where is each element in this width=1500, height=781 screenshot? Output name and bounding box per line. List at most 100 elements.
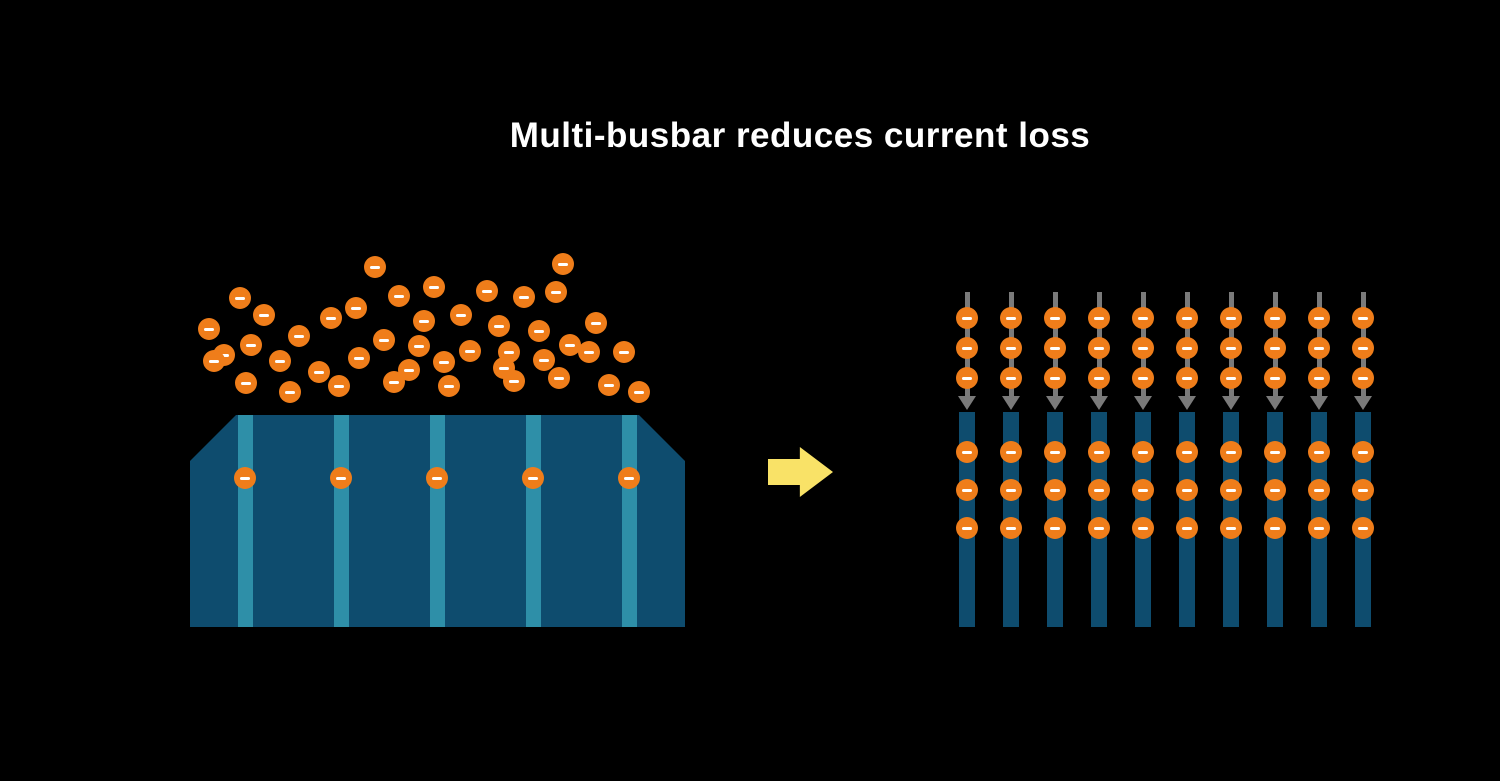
electron-icon [1264, 367, 1286, 389]
electron-icon [373, 329, 395, 351]
electron-icon [559, 334, 581, 356]
minus-sign [393, 294, 405, 298]
minus-sign [1049, 316, 1061, 320]
minus-sign [455, 313, 467, 317]
minus-sign [1313, 526, 1325, 530]
electron-icon [1308, 337, 1330, 359]
minus-sign [1225, 376, 1237, 380]
minus-sign [498, 366, 510, 370]
electron-icon [552, 253, 574, 275]
electron-icon [598, 374, 620, 396]
electron-icon [1264, 441, 1286, 463]
minus-sign [1005, 526, 1017, 530]
minus-sign [961, 526, 973, 530]
minus-sign [1313, 346, 1325, 350]
electron-icon [1132, 367, 1154, 389]
minus-sign [218, 353, 230, 357]
minus-sign [493, 324, 505, 328]
minus-sign [553, 376, 565, 380]
minus-sign [618, 350, 630, 354]
electron-icon [1308, 441, 1330, 463]
electron-icon [345, 297, 367, 319]
electron-icon [198, 318, 220, 340]
electron-icon [956, 307, 978, 329]
minus-sign [564, 343, 576, 347]
electron-icon [1176, 517, 1198, 539]
minus-sign [335, 476, 347, 480]
minus-sign [603, 383, 615, 387]
electron-icon [1000, 479, 1022, 501]
minus-sign [503, 350, 515, 354]
electron-icon [513, 286, 535, 308]
minus-sign [1357, 526, 1369, 530]
electron-icon [628, 381, 650, 403]
minus-sign [378, 338, 390, 342]
diagram-title: Multi-busbar reduces current loss [509, 116, 1091, 155]
electron-icon [1132, 517, 1154, 539]
minus-sign [1181, 526, 1193, 530]
electron-icon [364, 256, 386, 278]
minus-sign [508, 379, 520, 383]
minus-sign [293, 334, 305, 338]
electron-icon [956, 479, 978, 501]
electron-icon [1132, 479, 1154, 501]
minus-sign [388, 380, 400, 384]
minus-sign [1313, 488, 1325, 492]
electron-icon [1088, 367, 1110, 389]
electron-icon [1176, 337, 1198, 359]
minus-sign [403, 368, 415, 372]
electron-icon [1352, 337, 1374, 359]
electron-icon [1132, 441, 1154, 463]
minus-sign [1357, 316, 1369, 320]
electron-icon [253, 304, 275, 326]
minus-sign [1005, 376, 1017, 380]
electron-icon [1264, 307, 1286, 329]
minus-sign [325, 316, 337, 320]
minus-sign [1137, 526, 1149, 530]
minus-sign [1269, 346, 1281, 350]
electron-icon [1044, 307, 1066, 329]
minus-sign [1093, 488, 1105, 492]
electron-icon [235, 372, 257, 394]
electron-icon [328, 375, 350, 397]
minus-sign [1005, 488, 1017, 492]
electron-icon [956, 517, 978, 539]
minus-sign [1357, 346, 1369, 350]
minus-sign [533, 329, 545, 333]
minus-sign [1357, 450, 1369, 454]
minus-sign [353, 356, 365, 360]
minus-sign [239, 476, 251, 480]
flow-arrow-head-icon [1002, 396, 1020, 410]
minus-sign [413, 344, 425, 348]
minus-sign [538, 358, 550, 362]
electron-icon [433, 351, 455, 373]
minus-sign [350, 306, 362, 310]
flow-arrow-head-icon [1090, 396, 1108, 410]
flow-arrow-head-icon [1310, 396, 1328, 410]
electron-icon [528, 320, 550, 342]
electron-icon [388, 285, 410, 307]
electron-icon [1352, 479, 1374, 501]
electron-icon [1176, 479, 1198, 501]
minus-sign [208, 359, 220, 363]
minus-sign [1269, 376, 1281, 380]
electron-icon [1308, 479, 1330, 501]
electron-icon [1044, 367, 1066, 389]
electron-icon [578, 341, 600, 363]
electron-icon [426, 467, 448, 489]
minus-sign [518, 295, 530, 299]
minus-sign [1049, 488, 1061, 492]
electron-icon [503, 370, 525, 392]
minus-sign [333, 384, 345, 388]
electron-icon [1264, 517, 1286, 539]
electron-icon [488, 315, 510, 337]
minus-sign [1093, 376, 1105, 380]
electron-icon [1000, 367, 1022, 389]
minus-sign [1181, 316, 1193, 320]
electron-icon [585, 312, 607, 334]
electron-icon [1176, 367, 1198, 389]
minus-sign [245, 343, 257, 347]
